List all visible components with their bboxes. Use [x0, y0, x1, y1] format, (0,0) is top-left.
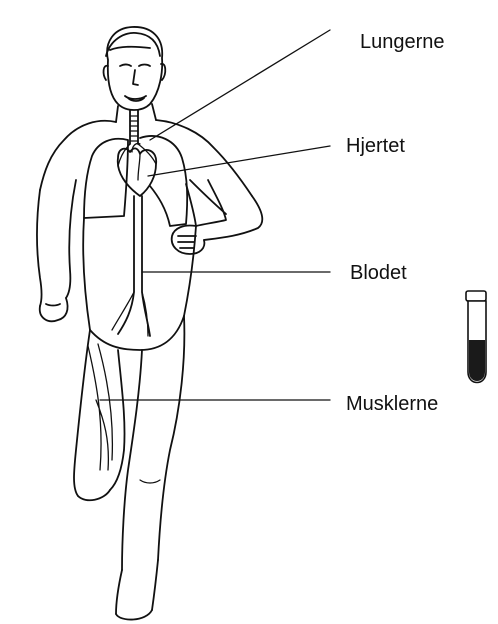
right-torso-side — [184, 226, 196, 316]
left-leg-muscles — [88, 344, 112, 470]
trachea-rings — [130, 116, 138, 141]
right-shin-inner — [116, 570, 122, 614]
right-thigh-inner — [122, 350, 142, 570]
right-fist — [172, 225, 205, 254]
right-upper-arm-inner — [196, 180, 226, 226]
aorta-right — [142, 196, 150, 336]
lung-bronchi — [118, 144, 156, 166]
test-tube-blood — [469, 340, 485, 381]
trachea — [130, 110, 138, 144]
mouth — [125, 96, 146, 101]
left-torso-side — [83, 218, 90, 330]
right-knee-line — [140, 480, 160, 483]
leader-heart — [148, 146, 330, 176]
eyes — [120, 65, 150, 67]
left-arm-inner — [66, 180, 76, 298]
left-shoulder — [40, 121, 116, 190]
left-knee — [78, 490, 110, 500]
leader-lungs — [150, 30, 330, 140]
left-arm-outer — [37, 190, 42, 306]
left-thigh-inner — [110, 350, 125, 490]
label-muscles: Musklerne — [346, 394, 438, 414]
right-thigh-outer — [158, 316, 184, 560]
neck-left — [116, 106, 118, 122]
test-tube-cap — [466, 291, 486, 301]
right-foot — [116, 610, 152, 620]
label-heart: Hjertet — [346, 136, 405, 156]
label-blood: Blodet — [350, 263, 407, 283]
right-shin-outer — [152, 560, 158, 610]
blood-test-tube-icon — [466, 291, 486, 383]
left-fist — [40, 298, 68, 321]
label-lungs: Lungerne — [360, 32, 445, 52]
left-thigh-outer — [74, 330, 90, 496]
nose — [133, 70, 138, 85]
right-shoulder — [156, 120, 252, 196]
hair — [106, 33, 160, 56]
hip-line — [90, 316, 184, 350]
neck-right — [152, 104, 156, 120]
ribcage-line-right — [190, 180, 226, 214]
